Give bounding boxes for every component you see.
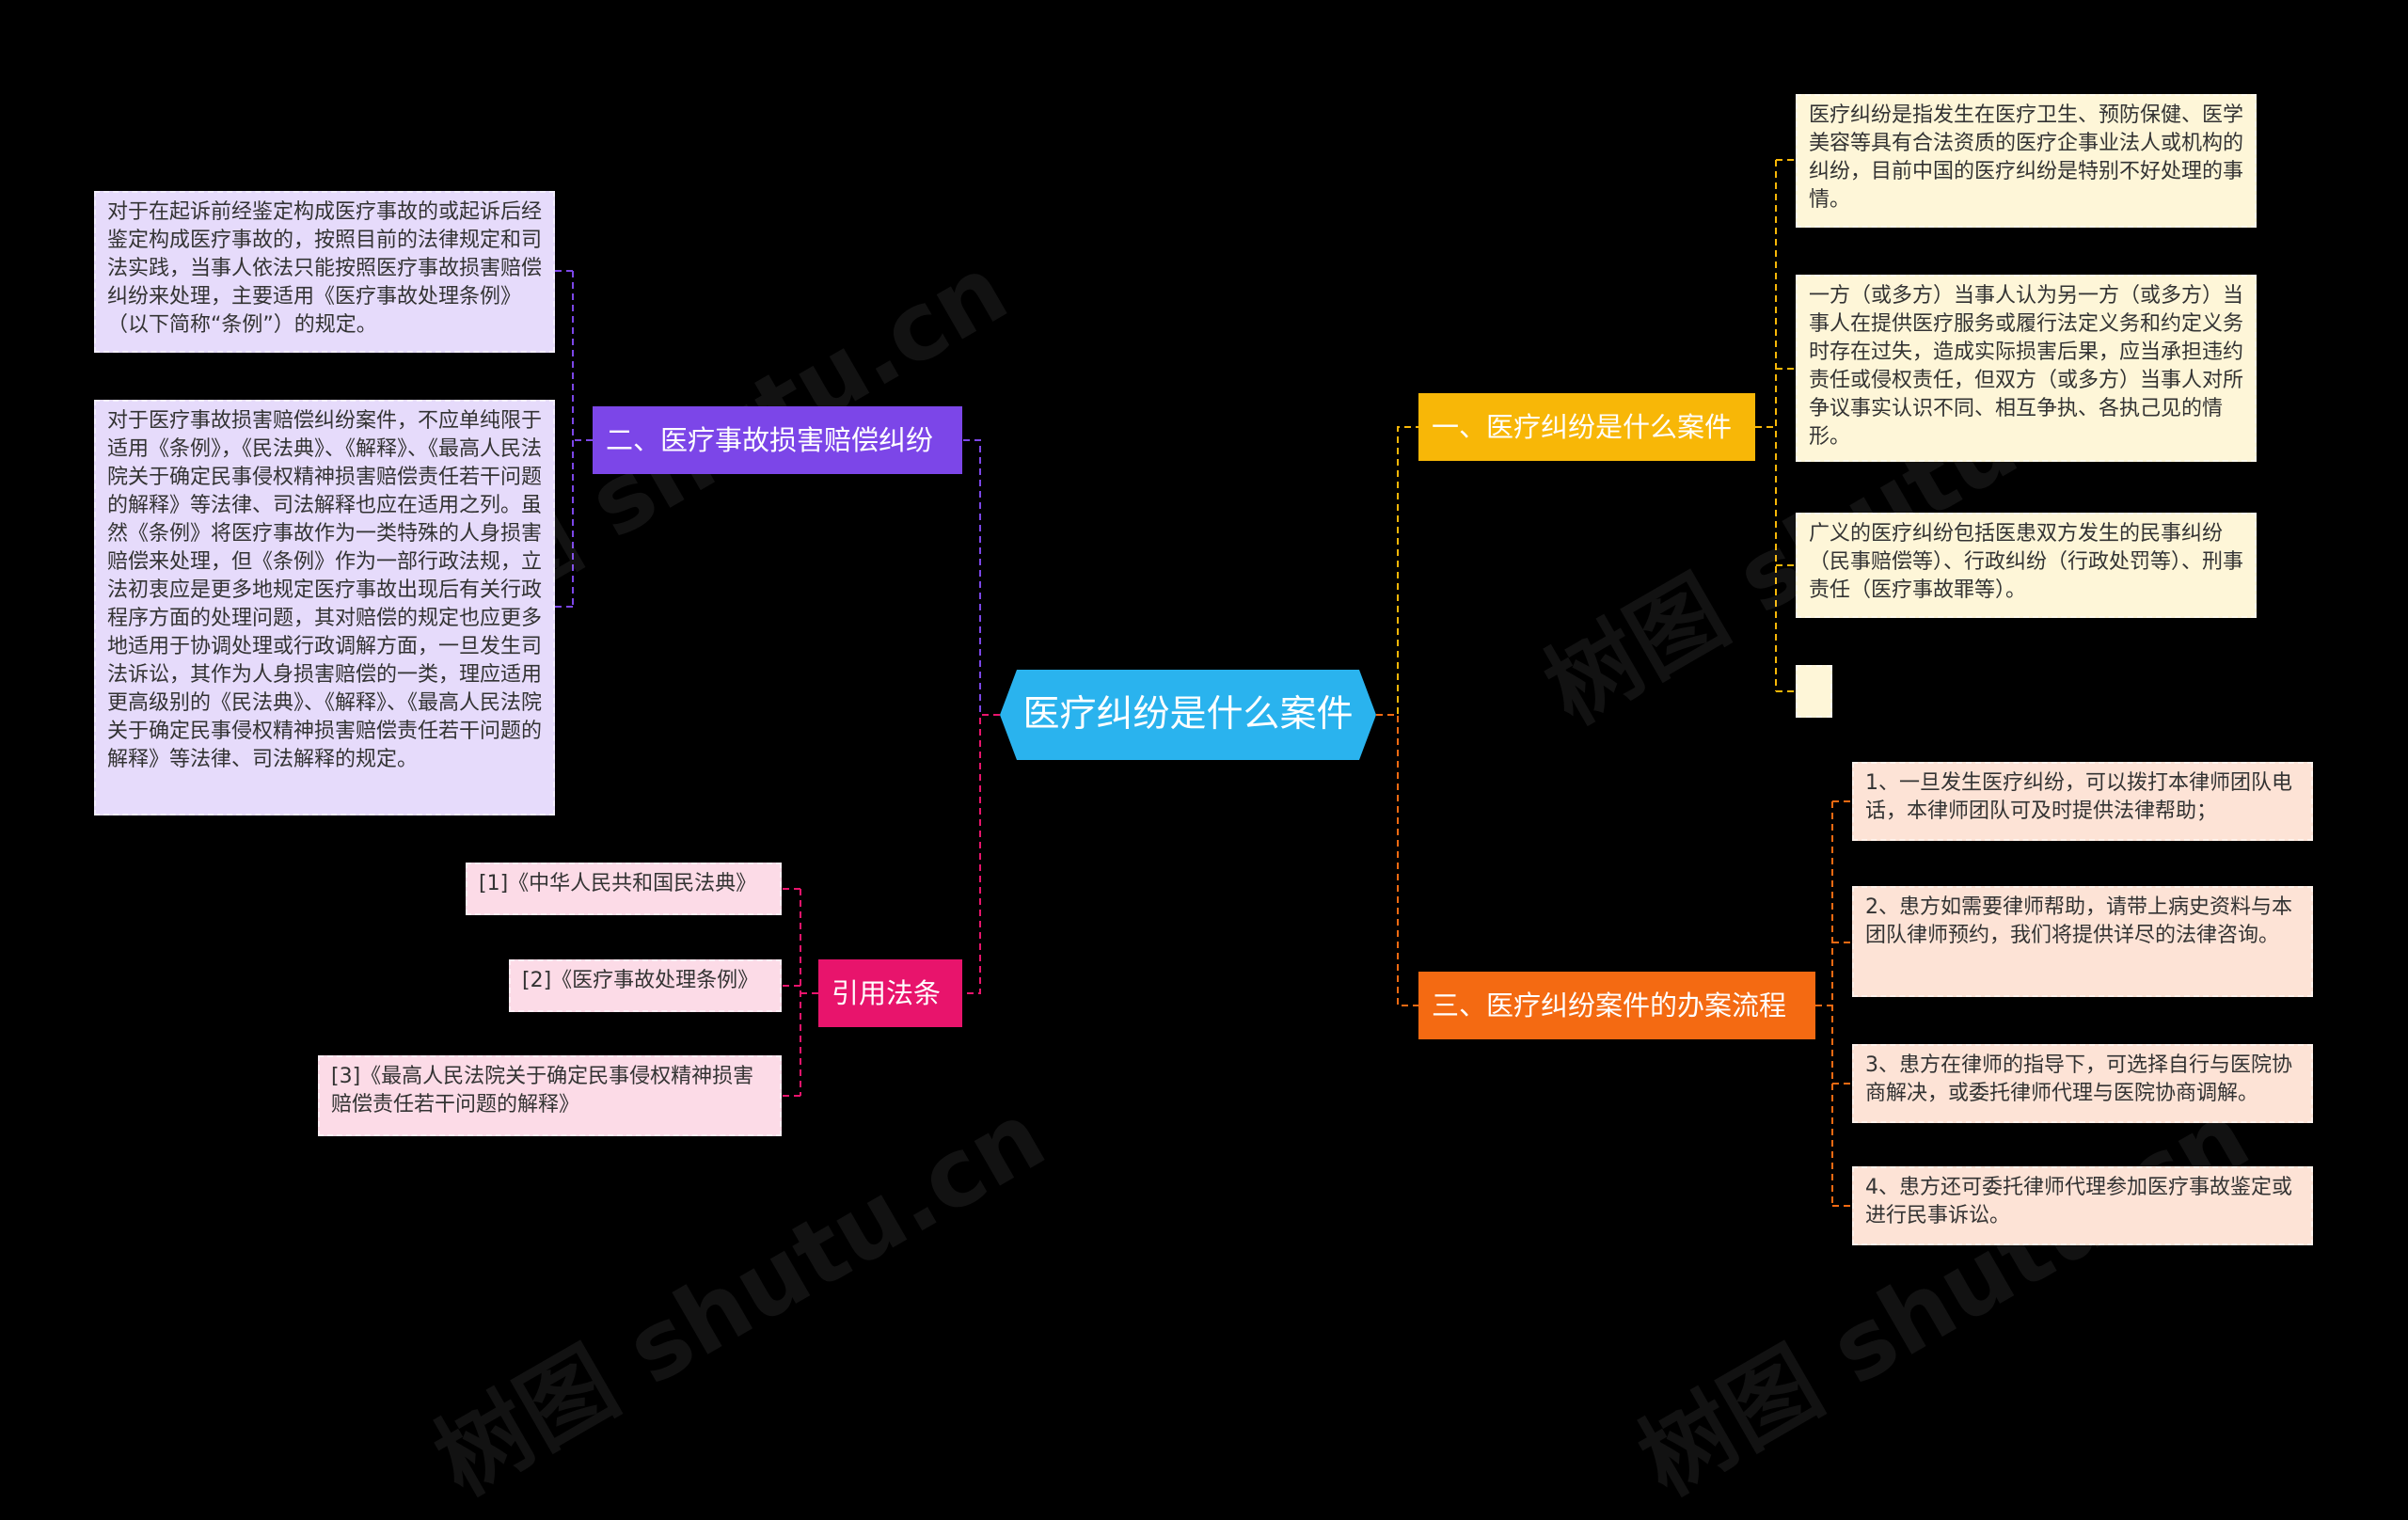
leaf-parties-dispute[interactable]: 一方（或多方）当事人认为另一方（或多方）当事人在提供医疗服务或履行法定义务和约定… xyxy=(1796,275,2257,462)
connector-lines xyxy=(555,159,1852,1207)
link-center-b3 xyxy=(1376,714,1418,1006)
leaf-empty[interactable] xyxy=(1796,665,1832,718)
link-b1-leaves xyxy=(1755,159,1796,692)
leaf-law-2[interactable]: [2]《医疗事故处理条例》 xyxy=(509,959,782,1012)
leaf-law-3[interactable]: [3]《最高人民法院关于确定民事侵权精神损害赔偿责任若干问题的解释》 xyxy=(318,1055,782,1136)
link-center-b4 xyxy=(962,714,1000,994)
link-center-b1 xyxy=(1376,426,1418,716)
branch-what-case[interactable]: 一、医疗纠纷是什么案件 xyxy=(1418,393,1755,461)
leaf-applicable-law[interactable]: 对于医疗事故损害赔偿纠纷案件，不应单纯限于适用《条例》，《民法典》、《解释》、《… xyxy=(94,400,555,815)
link-center-b2 xyxy=(962,439,1000,716)
leaf-definition[interactable]: 医疗纠纷是指发生在医疗卫生、预防保健、医学美容等具有合法资质的医疗企事业法人或机… xyxy=(1796,94,2257,228)
branch-case-process[interactable]: 三、医疗纠纷案件的办案流程 xyxy=(1418,972,1815,1039)
leaf-broad-definition[interactable]: 广义的医疗纠纷包括医患双方发生的民事纠纷（民事赔偿等）、行政纠纷（行政处罚等）、… xyxy=(1796,513,2257,618)
leaf-step-2[interactable]: 2、患方如需要律师帮助，请带上病史资料与本团队律师预约，我们将提供详尽的法律咨询… xyxy=(1852,886,2313,997)
leaf-step-1[interactable]: 1、一旦发生医疗纠纷，可以拨打本律师团队电话，本律师团队可及时提供法律帮助； xyxy=(1852,762,2313,841)
link-b4-leaves xyxy=(782,888,818,1097)
central-topic[interactable]: 医疗纠纷是什么案件 xyxy=(1000,670,1376,760)
leaf-step-4[interactable]: 4、患方还可委托律师代理参加医疗事故鉴定或进行民事诉讼。 xyxy=(1852,1166,2313,1245)
branch-cited-laws[interactable]: 引用法条 xyxy=(818,959,962,1027)
leaf-step-3[interactable]: 3、患方在律师的指导下，可选择自行与医院协商解决，或委托律师代理与医院协商调解。 xyxy=(1852,1044,2313,1123)
leaf-law-1[interactable]: [1]《中华人民共和国民法典》 xyxy=(466,863,782,915)
branch-compensation[interactable]: 二、医疗事故损害赔偿纠纷 xyxy=(593,406,962,474)
link-b3-leaves xyxy=(1815,800,1852,1207)
leaf-accident-appraisal[interactable]: 对于在起诉前经鉴定构成医疗事故的或起诉后经鉴定构成医疗事故的，按照目前的法律规定… xyxy=(94,191,555,353)
link-b2-leaves xyxy=(555,270,593,608)
